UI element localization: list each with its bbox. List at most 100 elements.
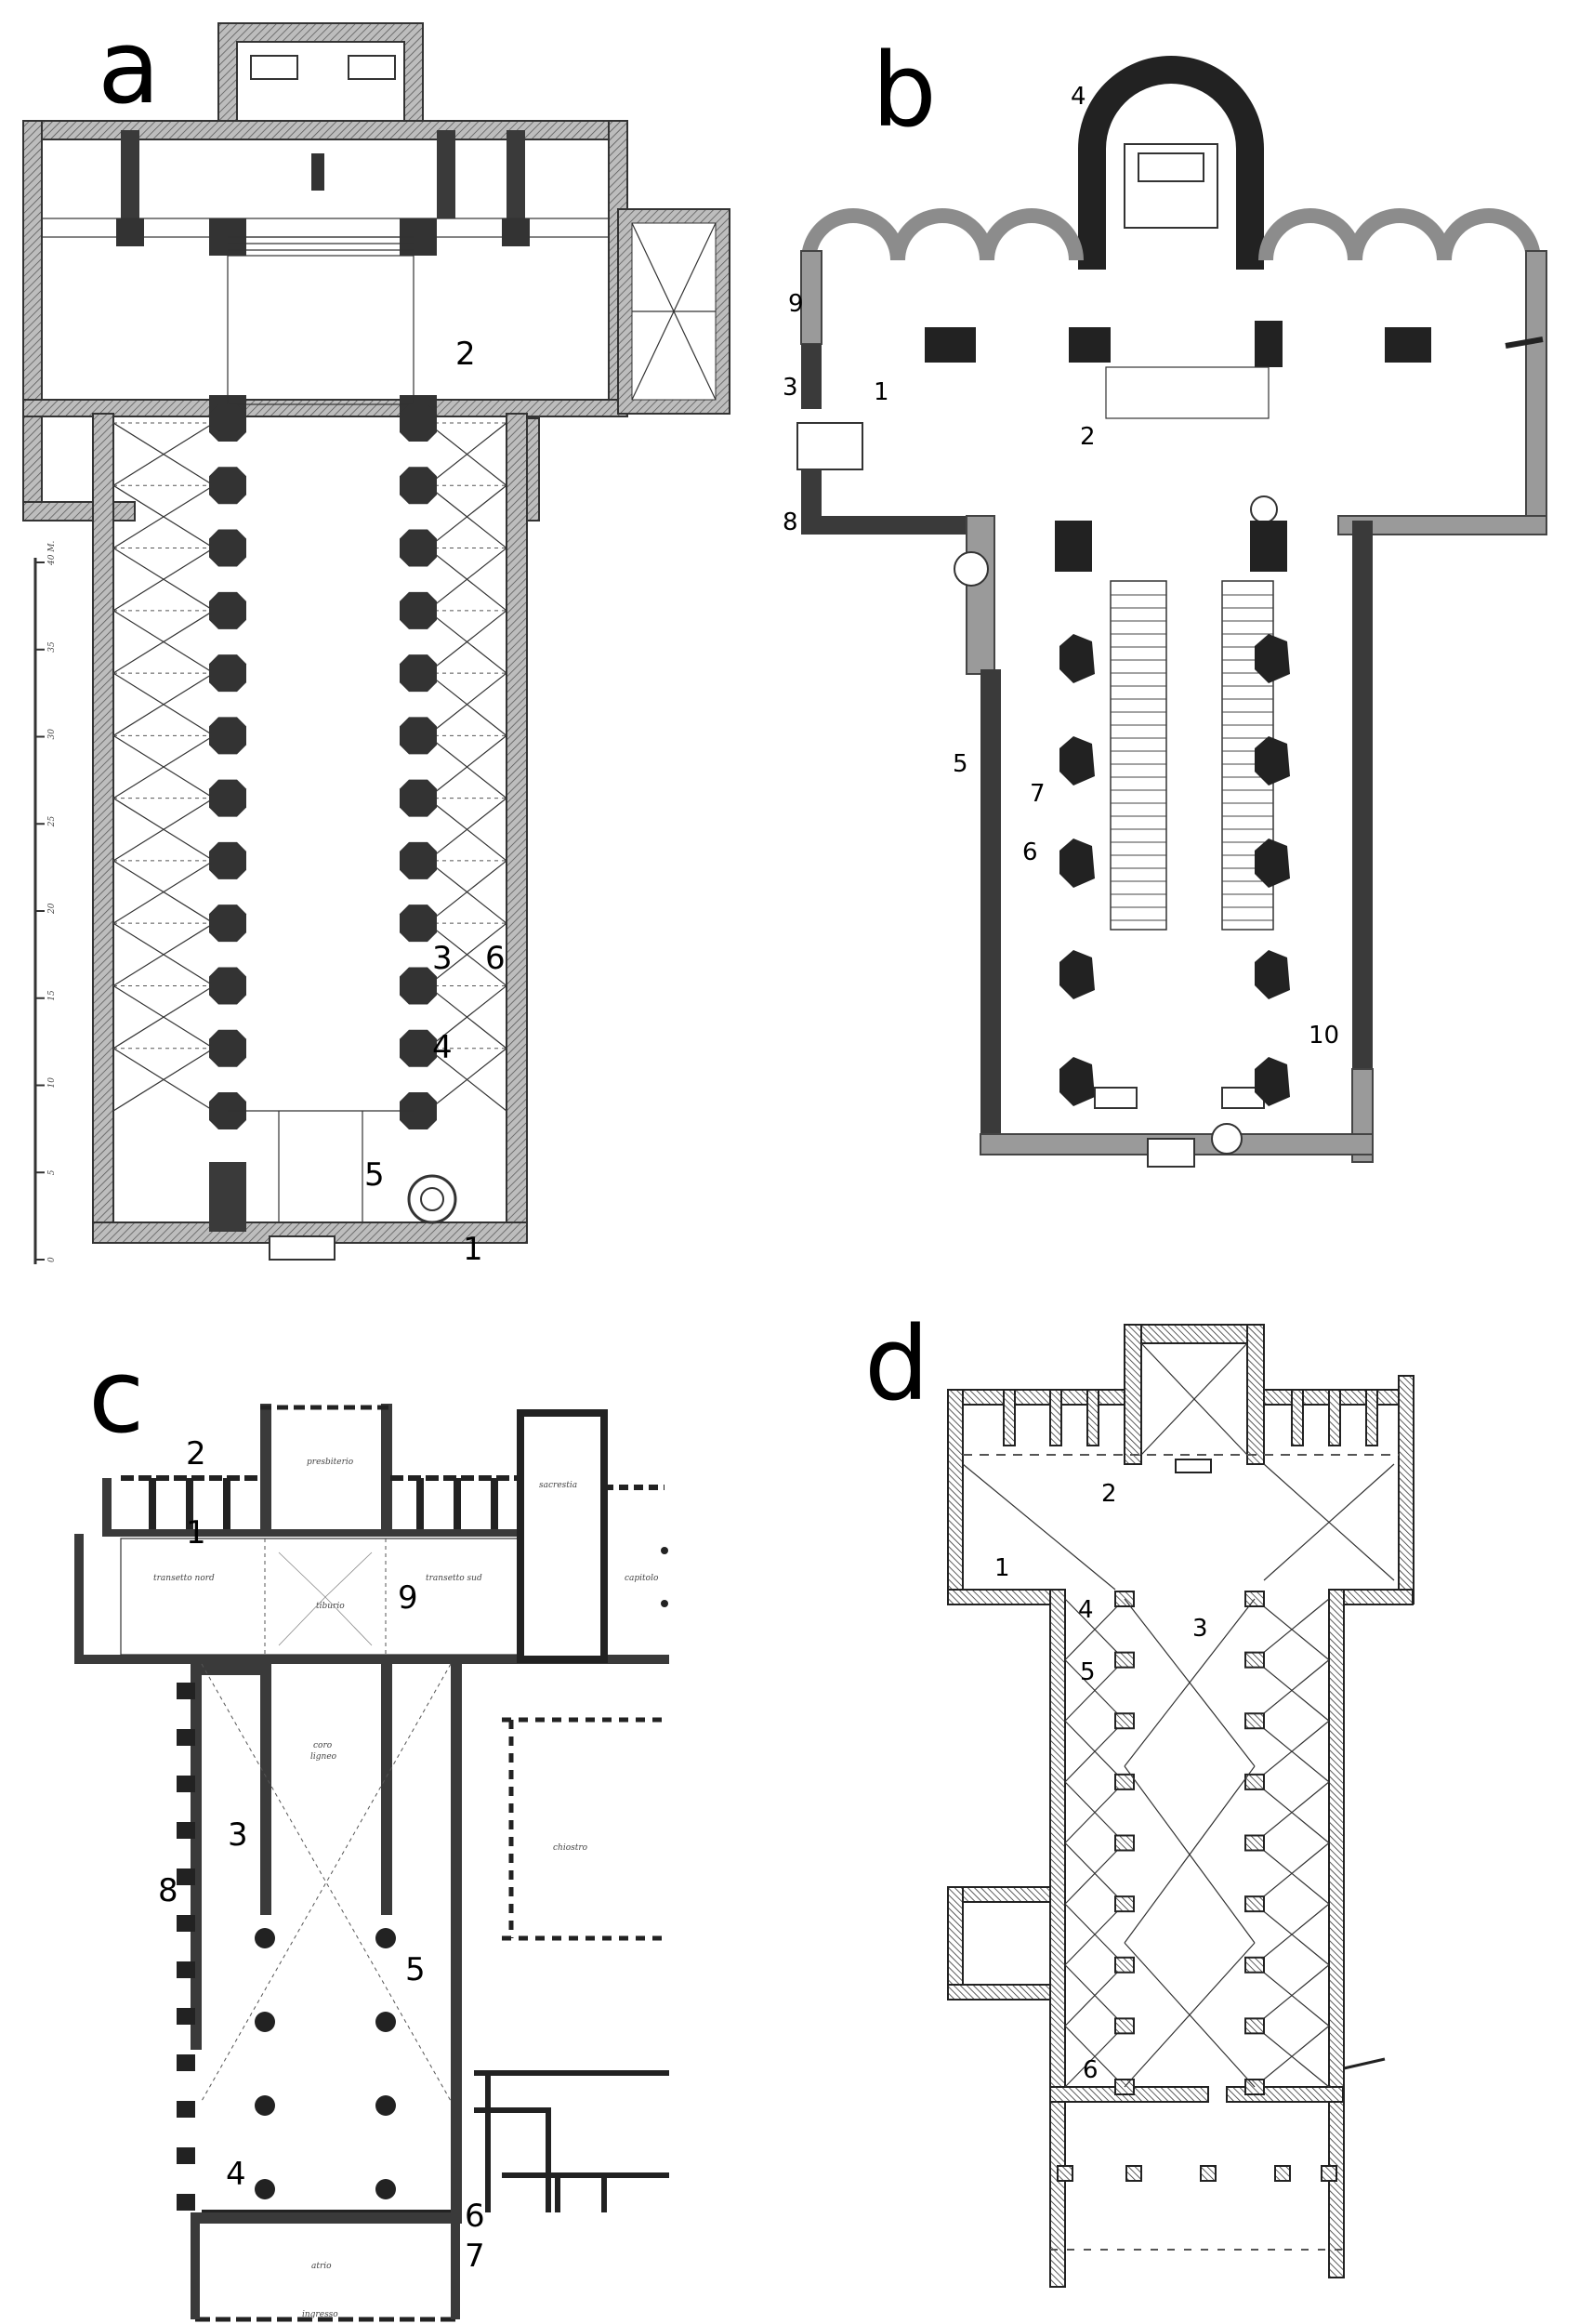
nave-pier	[400, 1092, 437, 1129]
buttress	[177, 1776, 195, 1792]
nave-pier	[400, 404, 437, 442]
pier	[1059, 838, 1095, 888]
label-b-2: 2	[1080, 423, 1096, 451]
column	[255, 1928, 275, 1948]
room-sacrestia: sacrestia	[539, 1481, 577, 1490]
pier	[1255, 736, 1290, 786]
panel-a-letter: a	[98, 7, 160, 126]
nave-pier	[400, 841, 437, 879]
room-coro-1: coro	[313, 1741, 333, 1750]
nave-pier	[209, 905, 246, 943]
panel-d-plan: d	[864, 1304, 1415, 2288]
nave-pier	[400, 591, 437, 629]
label-c-5: 5	[405, 1951, 426, 1988]
buttress	[177, 2008, 195, 2025]
pier	[1125, 2165, 1142, 2182]
scale-tick-label: 0	[47, 1257, 57, 1262]
south-apsidioles	[1258, 208, 1541, 261]
pier	[1114, 1956, 1135, 1974]
scale-tick-label: 15	[47, 990, 57, 1001]
label-b-9: 9	[788, 290, 804, 318]
north-apsidioles	[801, 208, 1084, 261]
scale-tick-label: 25	[47, 816, 57, 828]
scale-tick-label: 40 M.	[47, 540, 57, 566]
central-apse	[1078, 56, 1264, 270]
transept-west-wall	[22, 120, 43, 522]
label-b-5: 5	[953, 750, 968, 778]
scale-tick-label: 30	[47, 729, 57, 740]
pier	[1059, 1057, 1095, 1106]
label-c-4: 4	[226, 2156, 246, 2193]
nave-pier	[209, 591, 246, 629]
pier	[1114, 1773, 1135, 1790]
column	[255, 2095, 275, 2116]
buttress	[177, 1683, 195, 1699]
label-b-4: 4	[1071, 83, 1086, 111]
label-c-6: 6	[465, 2198, 485, 2235]
label-a-6: 6	[485, 940, 506, 977]
label-d-2: 2	[1101, 1480, 1117, 1508]
nave-pier	[400, 467, 437, 505]
label-d-4: 4	[1078, 1596, 1094, 1624]
pier	[1055, 521, 1092, 572]
pier	[1244, 1834, 1265, 1852]
pier	[1250, 521, 1287, 572]
label-d-1: 1	[994, 1554, 1010, 1582]
pier	[1059, 634, 1095, 683]
label-a-3: 3	[432, 940, 453, 977]
nave-pier	[400, 717, 437, 755]
buttress	[177, 2147, 195, 2164]
label-b-1: 1	[874, 378, 889, 406]
nave-pier	[400, 1029, 437, 1067]
nave-pier	[400, 654, 437, 693]
pier	[1244, 1956, 1265, 1974]
room-ingresso: ingresso	[302, 2310, 338, 2319]
pier	[1274, 2165, 1291, 2182]
pew-block	[1110, 580, 1167, 931]
panel-b-letter: b	[872, 31, 937, 150]
label-d-5: 5	[1080, 1658, 1096, 1686]
scale-tick-label: 35	[47, 641, 57, 653]
nave-pier	[209, 779, 246, 817]
panel-b-plan: b	[783, 31, 1547, 1168]
pier	[1244, 1712, 1265, 1730]
label-a-2: 2	[455, 336, 476, 373]
label-b-6: 6	[1022, 838, 1038, 866]
scale-tick-label: 20	[47, 903, 57, 915]
label-c-2: 2	[186, 1435, 206, 1472]
nave-pier	[400, 529, 437, 567]
nave-west-wall	[92, 413, 114, 1233]
pier	[1255, 634, 1290, 683]
nave-east-wall	[506, 413, 528, 1233]
room-presbiterio: presbiterio	[307, 1458, 354, 1467]
pier	[1057, 2165, 1073, 2182]
pier	[1244, 2017, 1265, 2035]
label-a-4: 4	[432, 1029, 453, 1066]
nave-pier	[209, 841, 246, 879]
pier	[1114, 1712, 1135, 1730]
panel-d-letter: d	[864, 1304, 929, 1423]
nave-pier	[400, 905, 437, 943]
pier	[1114, 1834, 1135, 1852]
pier	[1321, 2165, 1337, 2182]
label-d-3: 3	[1192, 1615, 1208, 1643]
buttress	[177, 1868, 195, 1885]
pier	[1244, 1773, 1265, 1790]
scale-tick-label: 10	[47, 1077, 57, 1089]
room-chiostro: chiostro	[553, 1843, 588, 1853]
nave-pier	[209, 1029, 246, 1067]
label-a-1: 1	[463, 1231, 483, 1268]
buttress	[177, 1961, 195, 1978]
nave-pier	[209, 717, 246, 755]
label-b-3: 3	[783, 374, 798, 402]
pier	[1200, 2165, 1217, 2182]
room-tiburio: tiburio	[316, 1602, 345, 1611]
buttress	[177, 1729, 195, 1746]
buttress	[177, 1822, 195, 1839]
column	[375, 2095, 396, 2116]
pier	[1059, 736, 1095, 786]
room-coro-2: ligneo	[310, 1752, 337, 1762]
